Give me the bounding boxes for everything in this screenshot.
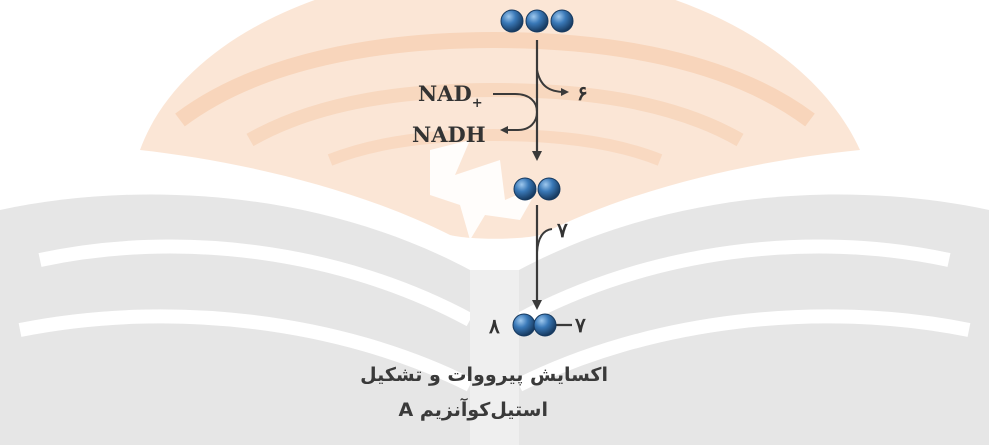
arrow-step-6 bbox=[536, 69, 569, 96]
watermark-fan-stripe bbox=[246, 82, 744, 147]
molecule-acetyl bbox=[513, 177, 561, 201]
carbon-atom bbox=[512, 313, 536, 337]
step-6-label: ۶ bbox=[577, 81, 588, 105]
watermark-fan-stripe bbox=[327, 128, 663, 166]
watermark-book-left-page bbox=[18, 309, 474, 392]
step-7-upper-label: ۷ bbox=[556, 218, 568, 242]
nadh-label: NADH bbox=[412, 122, 486, 147]
watermark-white-burst bbox=[430, 140, 540, 240]
molecule-acetyl-coa bbox=[512, 313, 557, 337]
arrow-step-7-upper bbox=[536, 228, 553, 253]
carbon-atom bbox=[525, 9, 549, 33]
arrow-nad-in bbox=[493, 93, 539, 134]
watermark-book-right-page bbox=[515, 239, 951, 327]
step-7-lower-label: ۷ bbox=[574, 313, 586, 337]
pathway-arrows bbox=[493, 40, 572, 327]
carbon-atom bbox=[533, 313, 557, 337]
carbon-atom bbox=[500, 9, 524, 33]
caption-line-2: استیل‌کوآنزیم A bbox=[398, 399, 548, 421]
watermark-fan-stripe bbox=[175, 31, 815, 127]
watermark-book-left-page bbox=[38, 239, 474, 327]
step-8-label: ۸ bbox=[488, 314, 500, 338]
nad-plus-label: NAD+ bbox=[418, 81, 483, 111]
carbon-atom bbox=[550, 9, 574, 33]
carbon-atom bbox=[513, 177, 537, 201]
carbon-atom bbox=[537, 177, 561, 201]
caption-line-1: اکسایش پیرووات و تشکیل bbox=[360, 364, 608, 386]
watermark-book-spine bbox=[470, 270, 519, 445]
molecule-pyruvate bbox=[500, 9, 574, 33]
watermark-book-right-page bbox=[515, 309, 971, 392]
